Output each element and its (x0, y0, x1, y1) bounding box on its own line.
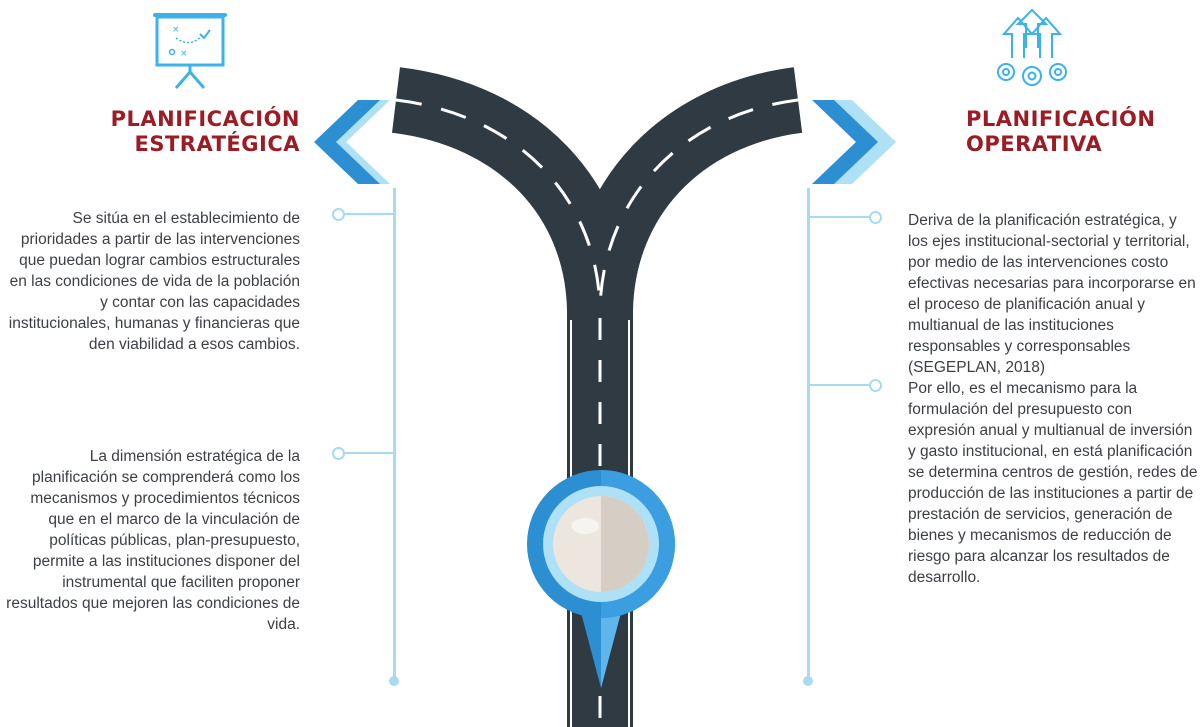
right-title-line2: OPERATIVA (966, 132, 1103, 156)
gears-arrows-icon (997, 8, 1067, 86)
left-title: PLANIFICACIÓN ESTRATÉGICA (111, 107, 300, 157)
chevron-right-icon (812, 100, 896, 184)
right-paragraph-2: Por ello, es el mecanismo para la formul… (908, 380, 1198, 586)
right-node-1 (869, 211, 882, 224)
svg-text:×: × (172, 25, 180, 35)
left-title-line2: ESTRATÉGICA (134, 132, 300, 156)
right-timeline-line (807, 188, 810, 680)
left-timeline-end (389, 676, 399, 686)
right-title: PLANIFICACIÓN OPERATIVA (966, 107, 1155, 157)
right-timeline-end (803, 676, 813, 686)
left-timeline-line (393, 188, 396, 680)
left-title-line1: PLANIFICACIÓN (110, 107, 300, 131)
left-paragraph-2: La dimensión estratégica de la planifica… (6, 448, 300, 633)
left-node-2 (332, 447, 345, 460)
chevron-left-icon (314, 100, 390, 184)
right-title-line1: PLANIFICACIÓN (966, 107, 1156, 131)
left-connector-2 (342, 452, 394, 454)
svg-text:×: × (180, 49, 188, 59)
right-node-2 (869, 379, 882, 392)
left-connector-1 (342, 213, 394, 215)
right-connector-1 (809, 216, 871, 218)
left-node-1 (332, 208, 345, 221)
left-paragraph-1: Se sitúa en el establecimiento de priori… (8, 210, 300, 353)
map-pin-icon (527, 470, 675, 688)
right-connector-2 (809, 384, 871, 386)
right-paragraph-1: Deriva de la planificación estratégica, … (908, 212, 1196, 376)
strategy-board-icon: × × (153, 13, 227, 89)
